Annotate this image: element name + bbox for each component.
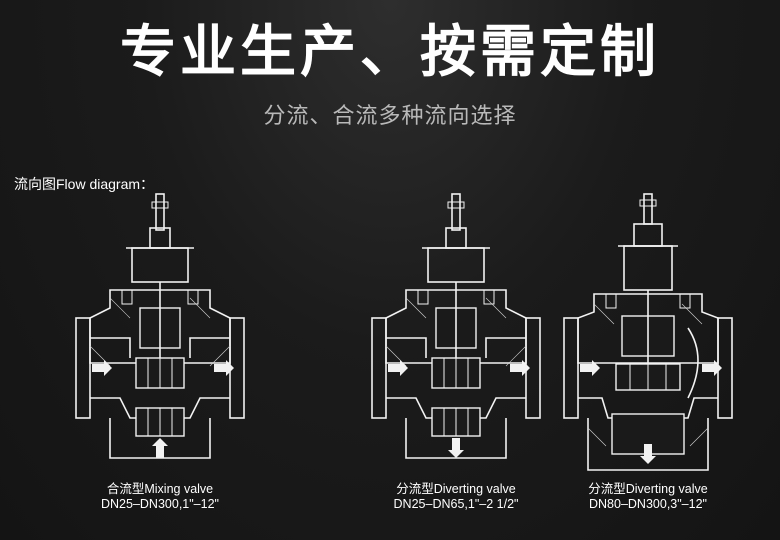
plug-assembly [611,290,685,455]
caption-line1: 分流型Diverting valve [396,482,516,496]
caption-line2: DN80–DN300,3"–12" [589,497,707,511]
diverting-valve-large-diagram [563,193,733,471]
flow-diagram-label: 流向图Flow diagram： [14,176,155,192]
plug-assembly [135,282,185,437]
caption-line1: 合流型Mixing valve [106,482,214,496]
valve-stem [422,193,490,283]
flow-arrows [580,360,722,464]
caption-line2: DN25–DN300,1"–12" [101,497,219,511]
caption-mixing-valve: 合流型Mixing valve DN25–DN300,1"–12" [40,482,280,512]
page-title: 专业生产、按需定制 [120,20,660,85]
valve-stem [126,193,194,283]
valve-stem [618,193,678,291]
caption-line2: DN25–DN65,1"–2 1/2" [393,497,519,511]
plug-assembly [431,282,481,437]
mixing-valve-diagram [75,193,245,459]
page-subtitle: 分流、合流多种流向选择 [263,104,517,129]
flow-arrows [388,360,530,458]
diverting-valve-small-diagram [371,193,541,459]
caption-line1: 分流型Diverting valve [588,482,708,496]
caption-diverting-valve-large: 分流型Diverting valve DN80–DN300,3"–12" [528,482,768,512]
flow-arrows [92,360,234,458]
caption-diverting-valve-small: 分流型Diverting valve DN25–DN65,1"–2 1/2" [336,482,576,512]
